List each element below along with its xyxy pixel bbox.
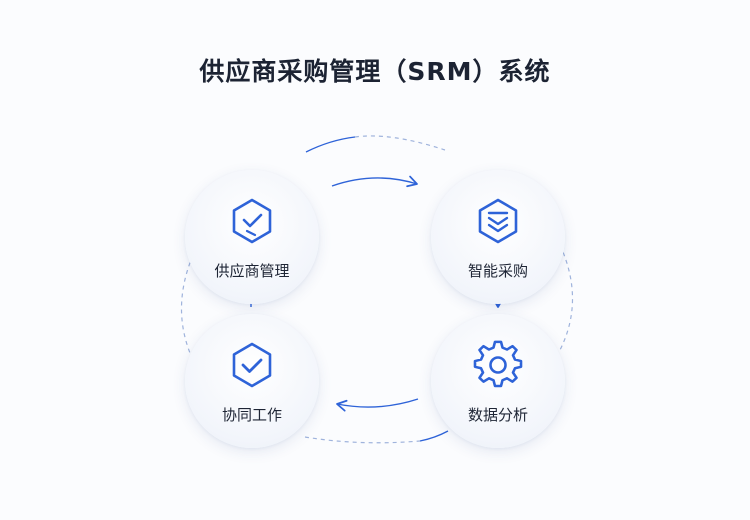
solid-arc-top [305, 136, 356, 153]
node-data-analysis: 数据分析 [431, 314, 565, 448]
arrow-bottom-left [336, 398, 419, 412]
dashed-ring-top [354, 135, 446, 151]
hexagon-check-icon [232, 198, 272, 244]
page-title: 供应商采购管理（SRM）系统 [199, 57, 551, 86]
arrow-top-right [331, 175, 418, 188]
dashed-ring-bottom [304, 436, 421, 444]
node-label: 协同工作 [221, 406, 282, 424]
node-collaboration: 协同工作 [185, 314, 319, 448]
node-label: 供应商管理 [214, 262, 290, 280]
hexagon-check-icon [232, 342, 272, 388]
node-label: 数据分析 [467, 406, 528, 424]
hexagon-chevrons-icon [478, 198, 518, 244]
gear-icon [473, 340, 523, 388]
solid-arc-bottom [419, 430, 449, 442]
node-label: 智能采购 [467, 262, 528, 280]
node-smart-procurement: 智能采购 [431, 170, 565, 304]
node-supplier-management: 供应商管理 [185, 170, 319, 304]
dashed-ring-left [180, 254, 194, 361]
dashed-ring-right [559, 244, 573, 351]
